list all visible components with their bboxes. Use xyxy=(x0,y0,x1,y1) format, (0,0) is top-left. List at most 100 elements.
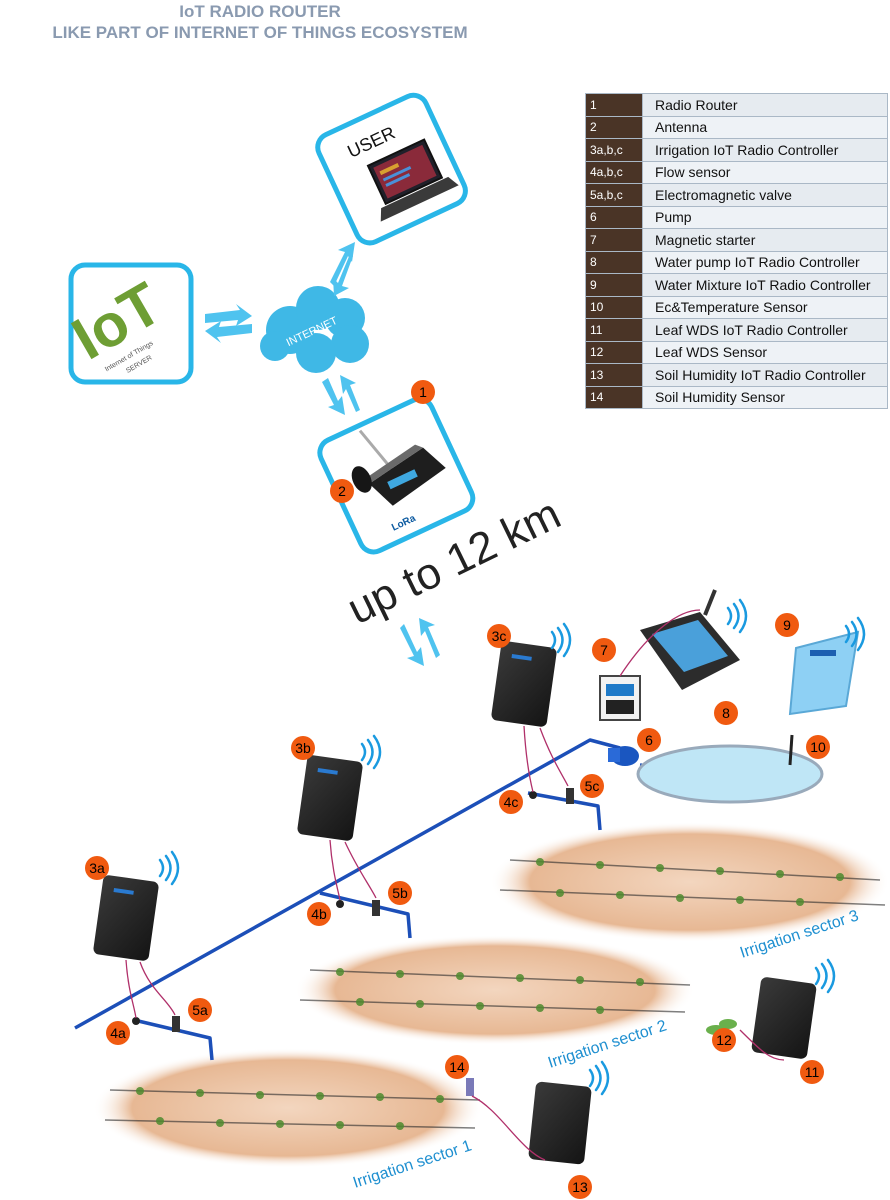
flow-sensors xyxy=(132,791,537,1025)
badge-10: 10 xyxy=(806,735,830,759)
badge-label: 11 xyxy=(805,1064,820,1080)
badge-4a: 4a xyxy=(106,1021,130,1045)
legend-number: 9 xyxy=(585,273,643,297)
badge-label: 7 xyxy=(600,642,608,658)
double-arrow-internet-router-icon xyxy=(322,375,360,415)
badge-label: 6 xyxy=(645,732,653,748)
legend-label: Pump xyxy=(642,205,888,229)
badge-circle xyxy=(307,902,331,926)
badge-circle xyxy=(806,735,830,759)
badge-5c: 5c xyxy=(580,774,604,798)
badge-label: 4b xyxy=(311,906,327,922)
legend-label: Water pump IoT Radio Controller xyxy=(642,250,888,274)
legend-label: Irrigation IoT Radio Controller xyxy=(642,138,888,162)
legend-label: Radio Router xyxy=(642,93,888,117)
badge-label: 14 xyxy=(449,1059,465,1075)
badge-label: 4c xyxy=(504,794,519,810)
badge-6: 6 xyxy=(637,728,661,752)
soil-humidity-sensor-icon xyxy=(466,1078,474,1096)
badge-circle xyxy=(712,1028,736,1052)
legend-label: Leaf WDS IoT Radio Controller xyxy=(642,318,888,342)
badge-circle xyxy=(499,790,523,814)
legend-label: Electromagnetic valve xyxy=(642,183,888,207)
internet-cloud-icon: INTERNET xyxy=(260,286,369,373)
badge-circle xyxy=(411,380,435,404)
irrigation-controller-3c-icon xyxy=(491,641,557,727)
badge-3b: 3b xyxy=(291,736,315,760)
legend-number: 8 xyxy=(585,250,643,274)
badge-label: 1 xyxy=(419,384,427,400)
wireless-signal-icons xyxy=(158,598,866,1096)
badge-11: 11 xyxy=(800,1060,824,1084)
legend-number: 14 xyxy=(585,385,643,409)
badge-label: 10 xyxy=(810,739,826,755)
badge-circle xyxy=(291,736,315,760)
badge-circle xyxy=(637,728,661,752)
badge-8: 8 xyxy=(714,701,738,725)
badge-circle xyxy=(592,638,616,662)
water-pond xyxy=(636,744,824,804)
badge-circle xyxy=(775,613,799,637)
badge-label: 9 xyxy=(783,617,791,633)
legend-label: Ec&Temperature Sensor xyxy=(642,295,888,319)
badge-circle xyxy=(388,881,412,905)
legend-number: 7 xyxy=(585,228,643,252)
badge-label: 8 xyxy=(722,705,730,721)
soil-humidity-controller-icon xyxy=(528,1081,592,1165)
badge-label: 5c xyxy=(585,778,600,794)
title-line-2: LIKE PART OF INTERNET OF THINGS ECOSYSTE… xyxy=(52,23,468,42)
irrigation-controller-3b-icon xyxy=(297,755,363,841)
badge-circle xyxy=(487,624,511,648)
radio-router-node: LoRa xyxy=(317,396,476,555)
badge-circle xyxy=(445,1055,469,1079)
water-mixture-controller-icon xyxy=(788,630,860,716)
badge-circle xyxy=(580,774,604,798)
legend-label: Antenna xyxy=(642,115,888,139)
badge-2: 2 xyxy=(330,479,354,503)
badge-label: 5a xyxy=(192,1002,208,1018)
pump-icon xyxy=(608,746,639,766)
electromagnetic-valves xyxy=(172,788,574,1032)
badge-label: 2 xyxy=(338,483,346,499)
legend-number: 1 xyxy=(585,93,643,117)
legend-label: Soil Humidity IoT Radio Controller xyxy=(642,363,888,387)
legend-number: 2 xyxy=(585,115,643,139)
badge-12: 12 xyxy=(712,1028,736,1052)
badge-circle xyxy=(188,998,212,1022)
badge-3c: 3c xyxy=(487,624,511,648)
badge-circle xyxy=(106,1021,130,1045)
legend-label: Leaf WDS Sensor xyxy=(642,340,888,364)
user-laptop-node: USER xyxy=(315,92,468,246)
legend-number: 12 xyxy=(585,340,643,364)
legend-label: Water Mixture IoT Radio Controller xyxy=(642,273,888,297)
badge-13: 13 xyxy=(568,1175,592,1199)
badge-label: 5b xyxy=(392,885,408,901)
legend-number: 6 xyxy=(585,205,643,229)
badge-circle xyxy=(568,1175,592,1199)
irrigation-fields xyxy=(93,822,890,1168)
irrigation-controller-3a-icon xyxy=(93,875,159,961)
badge-7: 7 xyxy=(592,638,616,662)
legend-number: 4a,b,c xyxy=(585,160,643,184)
water-pump-controller-icon xyxy=(640,589,740,690)
badge-label: 3c xyxy=(492,628,507,644)
ec-temperature-sensor-icon xyxy=(788,734,794,766)
double-arrow-router-field-icon xyxy=(400,618,440,666)
legend-label: Flow sensor xyxy=(642,160,888,184)
title-line-1: IoT RADIO ROUTER xyxy=(179,2,341,21)
badge-label: 3b xyxy=(295,740,311,756)
